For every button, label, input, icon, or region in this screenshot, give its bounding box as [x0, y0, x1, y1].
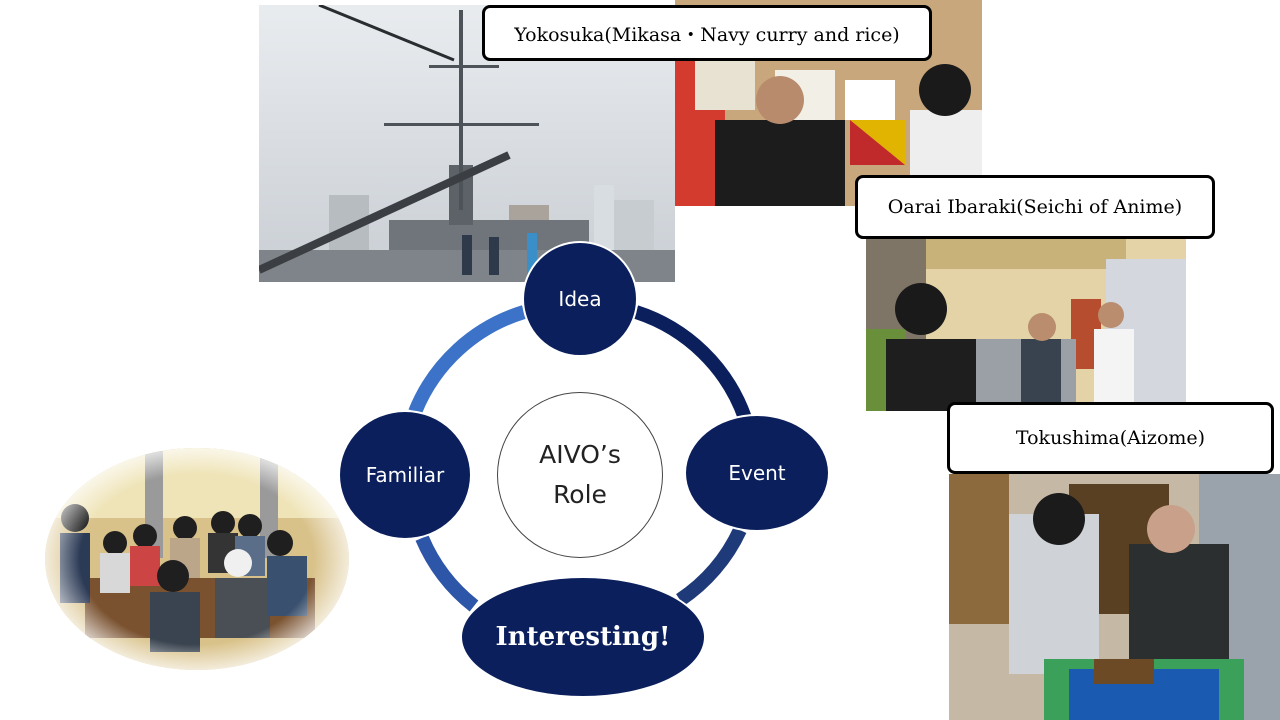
callout-tokushima: Tokushima(Aizome) — [947, 402, 1274, 474]
arc-interesting-familiar — [415, 535, 479, 612]
center-title-line1: AIVO’s — [539, 440, 621, 469]
arc-idea-event — [633, 305, 752, 421]
arc-event-interesting — [676, 526, 747, 606]
node-familiar: Familiar — [338, 410, 472, 540]
node-interesting: Interesting! — [460, 576, 706, 698]
node-idea: Idea — [522, 241, 638, 357]
aivo-role-center: AIVO’s Role — [497, 392, 663, 558]
callout-oarai: Oarai Ibaraki(Seichi of Anime) — [855, 175, 1215, 239]
arc-familiar-idea — [408, 305, 527, 415]
oarai-station-photo — [866, 239, 1186, 411]
center-title-line2: Role — [553, 480, 607, 509]
aizome-dyeing-photo — [949, 474, 1280, 720]
group-dinner-photo — [45, 448, 349, 670]
callout-yokosuka: Yokosuka(Mikasa・Navy curry and rice) — [482, 5, 932, 61]
node-event: Event — [684, 414, 830, 532]
